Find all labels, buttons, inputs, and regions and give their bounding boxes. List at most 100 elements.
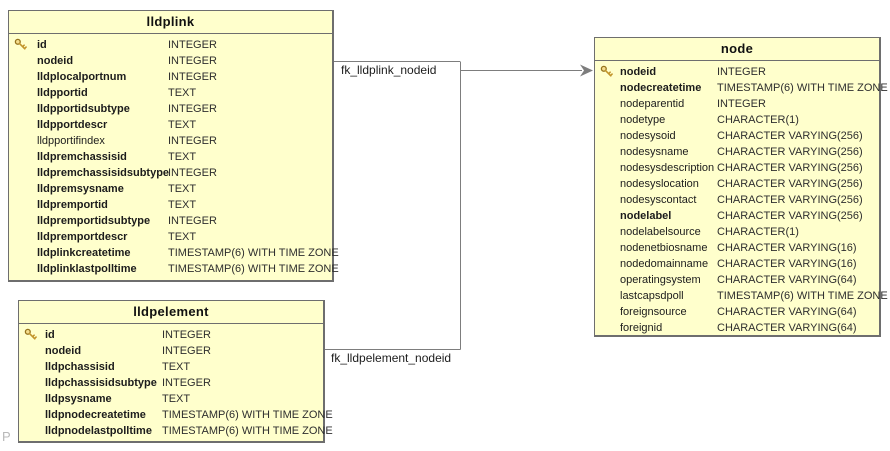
field-name: lldpremportdescr bbox=[37, 231, 128, 243]
field-name: lldplinkcreatetime bbox=[37, 247, 131, 259]
arrowhead-icon bbox=[580, 64, 593, 77]
field-type: CHARACTER VARYING(256) bbox=[717, 162, 863, 174]
field-row: lldplinklastpolltime TIMESTAMP(6) WITH T… bbox=[9, 261, 339, 277]
field-name: operatingsystem bbox=[620, 274, 701, 286]
field-row: nodesyslocation CHARACTER VARYING(256) bbox=[595, 176, 879, 192]
field-type: INTEGER bbox=[162, 345, 211, 357]
field-type: INTEGER bbox=[168, 55, 217, 67]
field-row: lldpportifindex INTEGER bbox=[9, 133, 332, 149]
field-row: operatingsystem CHARACTER VARYING(64) bbox=[595, 272, 879, 288]
field-name: lldpremchassisidsubtype bbox=[37, 167, 170, 179]
field-type: TEXT bbox=[168, 87, 197, 99]
field-name: lldpchassisidsubtype bbox=[45, 377, 157, 389]
field-list: nodeid INTEGER nodecreatetime TIMESTAMP(… bbox=[595, 61, 888, 339]
key-cell bbox=[14, 150, 28, 164]
field-name: nodeid bbox=[45, 345, 82, 357]
field-type: INTEGER bbox=[168, 167, 217, 179]
field-type: TIMESTAMP(6) WITH TIME ZONE bbox=[717, 82, 888, 94]
field-type: TIMESTAMP(6) WITH TIME ZONE bbox=[162, 409, 333, 421]
key-cell bbox=[600, 129, 614, 143]
field-row: lldpnodecreatetime TIMESTAMP(6) WITH TIM… bbox=[19, 407, 333, 423]
key-cell bbox=[14, 182, 28, 196]
field-name: nodetype bbox=[620, 114, 666, 126]
field-type: TEXT bbox=[168, 183, 197, 195]
field-row: nodelabelsource CHARACTER(1) bbox=[595, 224, 879, 240]
field-type: TEXT bbox=[168, 199, 197, 211]
key-cell bbox=[14, 166, 28, 180]
key-cell bbox=[14, 246, 28, 260]
field-name: lldplocalportnum bbox=[37, 71, 127, 83]
field-row: lldplinkcreatetime TIMESTAMP(6) WITH TIM… bbox=[9, 245, 339, 261]
field-name: nodedomainname bbox=[620, 258, 709, 270]
field-row: lldpchassisid TEXT bbox=[19, 359, 323, 375]
field-name: nodelabelsource bbox=[620, 226, 701, 238]
field-name: lldpchassisid bbox=[45, 361, 115, 373]
field-name: nodesyscontact bbox=[620, 194, 697, 206]
field-row: nodedomainname CHARACTER VARYING(16) bbox=[595, 256, 879, 272]
field-row: lldpportidsubtype INTEGER bbox=[9, 101, 332, 117]
field-type: CHARACTER VARYING(256) bbox=[717, 178, 863, 190]
field-type: INTEGER bbox=[168, 215, 217, 227]
field-row: nodeid INTEGER bbox=[19, 343, 323, 359]
field-name: id bbox=[45, 329, 55, 341]
key-cell bbox=[24, 328, 38, 342]
table-title: lldplink bbox=[9, 11, 332, 34]
key-cell bbox=[24, 344, 38, 358]
key-cell bbox=[600, 257, 614, 271]
key-cell bbox=[600, 161, 614, 175]
field-row: lldpremportid TEXT bbox=[9, 197, 332, 213]
key-cell bbox=[14, 70, 28, 84]
field-type: INTEGER bbox=[717, 66, 766, 78]
key-cell bbox=[24, 392, 38, 406]
key-cell bbox=[600, 289, 614, 303]
field-type: INTEGER bbox=[162, 329, 211, 341]
key-cell bbox=[600, 321, 614, 335]
fk-label-lldplink-nodeid: fk_lldplink_nodeid bbox=[341, 63, 437, 77]
field-type: TEXT bbox=[168, 119, 197, 131]
field-row: foreignid CHARACTER VARYING(64) bbox=[595, 320, 879, 336]
field-name: nodesysoid bbox=[620, 130, 676, 142]
field-type: TEXT bbox=[162, 393, 191, 405]
key-cell bbox=[14, 198, 28, 212]
field-row: id INTEGER bbox=[9, 37, 332, 53]
field-row: nodesysname CHARACTER VARYING(256) bbox=[595, 144, 879, 160]
table-node: node nodeid INTEGER nodecreatetime TIMES… bbox=[594, 37, 888, 339]
primary-key-icon bbox=[14, 38, 27, 50]
field-type: TIMESTAMP(6) WITH TIME ZONE bbox=[168, 263, 339, 275]
key-cell bbox=[600, 209, 614, 223]
field-type: CHARACTER VARYING(256) bbox=[717, 194, 863, 206]
field-type: TEXT bbox=[168, 231, 197, 243]
field-name: lldpremchassisid bbox=[37, 151, 127, 163]
field-name: nodesyslocation bbox=[620, 178, 699, 190]
field-row: lastcapsdpoll TIMESTAMP(6) WITH TIME ZON… bbox=[595, 288, 888, 304]
field-name: lldpnodelastpolltime bbox=[45, 425, 152, 437]
key-cell bbox=[600, 97, 614, 111]
field-type: CHARACTER VARYING(16) bbox=[717, 242, 857, 254]
field-row: lldpremchassisid TEXT bbox=[9, 149, 332, 165]
key-cell bbox=[14, 118, 28, 132]
field-type: CHARACTER VARYING(256) bbox=[717, 146, 863, 158]
field-row: lldpportid TEXT bbox=[9, 85, 332, 101]
key-cell bbox=[14, 102, 28, 116]
field-type: TIMESTAMP(6) WITH TIME ZONE bbox=[168, 247, 339, 259]
field-name: nodeid bbox=[620, 66, 657, 78]
field-type: CHARACTER VARYING(64) bbox=[717, 274, 857, 286]
field-type: TIMESTAMP(6) WITH TIME ZONE bbox=[717, 290, 888, 302]
field-row: id INTEGER bbox=[19, 327, 323, 343]
key-cell bbox=[600, 193, 614, 207]
field-row: nodetype CHARACTER(1) bbox=[595, 112, 879, 128]
field-type: INTEGER bbox=[168, 135, 217, 147]
table-lldpelement: lldpelement id INTEGER nodeid INTEGER ll… bbox=[18, 300, 333, 443]
key-cell bbox=[600, 305, 614, 319]
field-row: lldpremportdescr TEXT bbox=[9, 229, 332, 245]
field-row: lldpremchassisidsubtype INTEGER bbox=[9, 165, 332, 181]
field-type: TEXT bbox=[162, 361, 191, 373]
field-list: id INTEGER nodeid INTEGER lldplocalportn… bbox=[9, 34, 339, 280]
key-cell bbox=[14, 262, 28, 276]
key-cell bbox=[14, 54, 28, 68]
field-row: nodeparentid INTEGER bbox=[595, 96, 879, 112]
field-row: nodenetbiosname CHARACTER VARYING(16) bbox=[595, 240, 879, 256]
field-type: INTEGER bbox=[168, 71, 217, 83]
